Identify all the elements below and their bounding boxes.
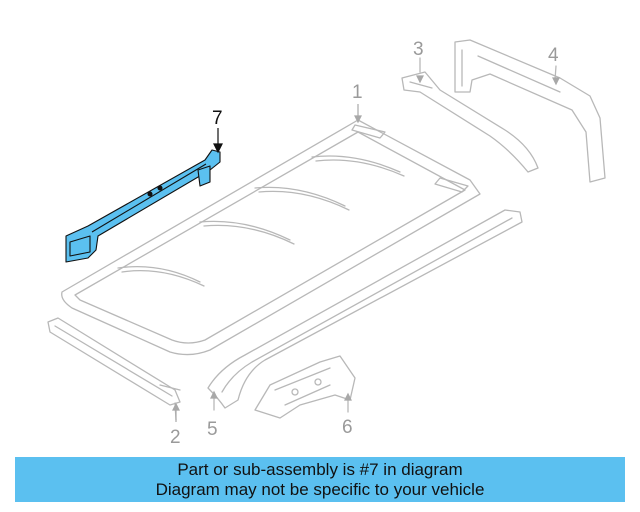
rear-header (454, 39, 606, 183)
rear-rail (401, 57, 539, 173)
side-roof-rail (207, 209, 523, 411)
callout-5: 5 (207, 419, 218, 440)
leader-arrow-7 (213, 128, 223, 154)
pillar-reinforcement (254, 355, 356, 419)
callout-1: 1 (352, 82, 363, 103)
banner-line-2: Diagram may not be specific to your vehi… (155, 480, 485, 499)
banner-line-1: Part or sub-assembly is #7 in diagram (177, 460, 463, 479)
leader-arrows (172, 75, 560, 422)
info-banner: Part or sub-assembly is #7 in diagram Di… (15, 457, 625, 502)
front-header (47, 317, 181, 421)
callout-6: 6 (342, 417, 353, 438)
callout-2: 2 (170, 427, 181, 448)
callout-3: 3 (413, 39, 424, 60)
roof-panel (61, 119, 481, 356)
highlighted-part-7 (65, 149, 221, 263)
parts-diagram (47, 39, 606, 422)
callout-4: 4 (548, 45, 559, 66)
callout-7: 7 (212, 108, 223, 129)
